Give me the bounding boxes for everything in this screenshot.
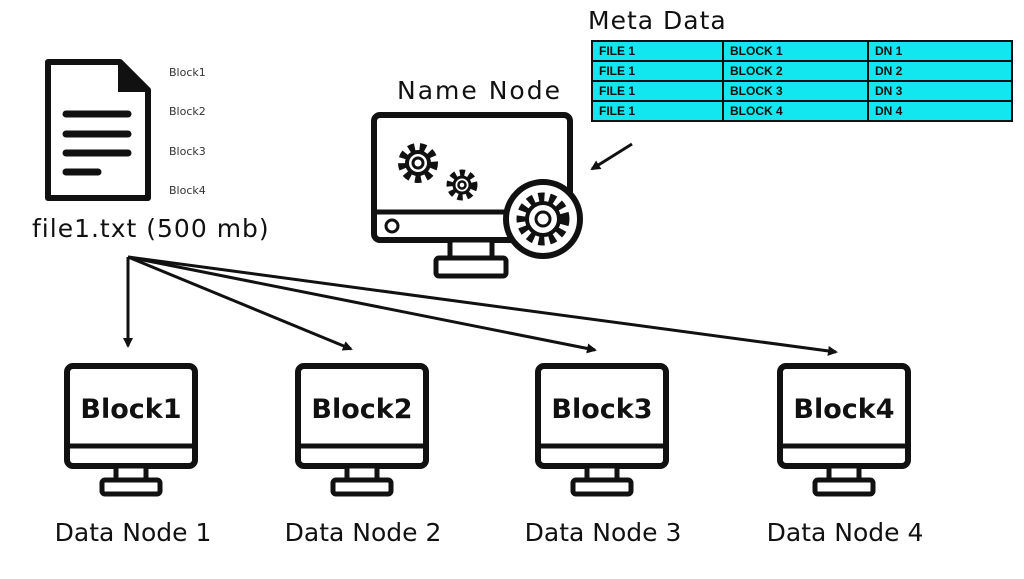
file-block-label: Block3 <box>169 145 206 158</box>
table-cell: FILE 1 <box>591 80 724 102</box>
settings-badge-icon <box>503 179 583 259</box>
file-caption: file1.txt (500 mb) <box>32 214 270 243</box>
document-icon <box>45 59 151 201</box>
table-row: FILE 1 BLOCK 3 DN 3 <box>591 80 1013 102</box>
arrow-to-data-node-3 <box>127 255 597 354</box>
data-node-label: Data Node 4 <box>766 518 924 547</box>
small-gear-icon <box>446 169 478 201</box>
table-cell: DN 3 <box>867 80 1013 102</box>
data-node-label: Data Node 3 <box>524 518 682 547</box>
data-node-screen-text: Block2 <box>311 394 413 425</box>
data-node-screen-text: Block3 <box>551 394 653 425</box>
gear-icon <box>398 143 438 183</box>
table-cell: DN 2 <box>867 60 1013 82</box>
file-block-label: Block4 <box>169 184 206 197</box>
arrow-to-data-node-2 <box>127 255 353 351</box>
table-row: FILE 1 BLOCK 2 DN 2 <box>591 60 1013 82</box>
table-cell: FILE 1 <box>591 40 724 62</box>
name-node-title: Name Node <box>397 76 562 105</box>
table-cell: FILE 1 <box>591 100 724 122</box>
file-block-label: Block1 <box>169 66 206 79</box>
data-node-3-computer-icon <box>535 363 669 497</box>
table-cell: DN 1 <box>867 40 1013 62</box>
table-cell: FILE 1 <box>591 60 724 82</box>
data-node-1-computer-icon <box>64 363 198 497</box>
meta-data-title: Meta Data <box>588 6 727 35</box>
table-row: FILE 1 BLOCK 4 DN 4 <box>591 100 1013 122</box>
data-node-2-computer-icon <box>295 363 429 497</box>
table-cell: BLOCK 3 <box>722 80 869 102</box>
table-cell: BLOCK 2 <box>722 60 869 82</box>
metadata-arrow <box>590 142 633 171</box>
data-node-screen-text: Block1 <box>80 394 182 425</box>
file-block-label: Block2 <box>169 105 206 118</box>
distribution-arrows <box>123 255 838 356</box>
table-cell: DN 4 <box>867 100 1013 122</box>
table-cell: BLOCK 4 <box>722 100 869 122</box>
arrow-to-data-node-4 <box>127 255 838 356</box>
data-node-label: Data Node 2 <box>284 518 442 547</box>
meta-data-table: FILE 1 BLOCK 1 DN 1 FILE 1 BLOCK 2 DN 2 … <box>591 40 1013 122</box>
data-node-label: Data Node 1 <box>54 518 212 547</box>
table-row: FILE 1 BLOCK 1 DN 1 <box>591 40 1013 62</box>
table-cell: BLOCK 1 <box>722 40 869 62</box>
data-node-4-computer-icon <box>777 363 911 497</box>
data-node-screen-text: Block4 <box>793 394 895 425</box>
